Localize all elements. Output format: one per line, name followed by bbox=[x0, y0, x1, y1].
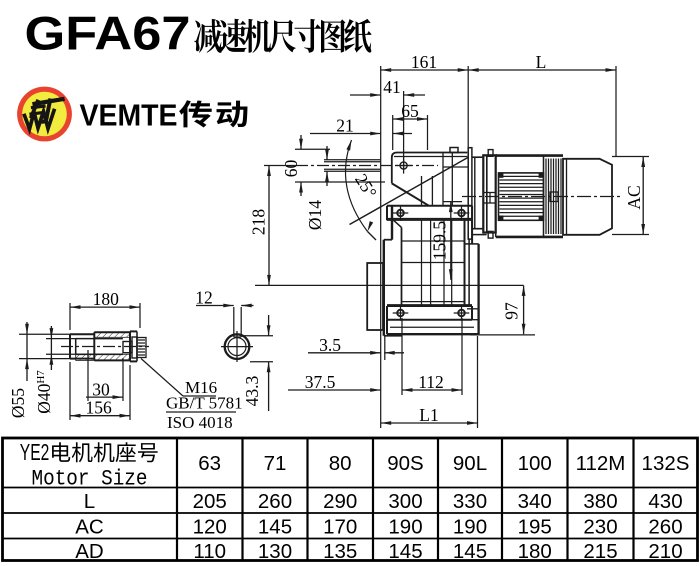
svg-text:12: 12 bbox=[195, 288, 213, 308]
svg-text:YE2: YE2 bbox=[20, 439, 49, 465]
svg-text:195: 195 bbox=[518, 516, 552, 539]
svg-text:190: 190 bbox=[453, 516, 487, 539]
svg-text:GFA67: GFA67 bbox=[25, 7, 191, 60]
svg-text:L: L bbox=[84, 490, 95, 513]
svg-text:80: 80 bbox=[329, 452, 352, 475]
svg-text:340: 340 bbox=[518, 490, 552, 513]
svg-text:43.3: 43.3 bbox=[242, 375, 262, 406]
svg-text:60: 60 bbox=[281, 160, 301, 178]
svg-text:260: 260 bbox=[258, 490, 292, 513]
svg-text:430: 430 bbox=[648, 490, 682, 513]
svg-text:AD: AD bbox=[75, 540, 103, 563]
svg-text:3.5: 3.5 bbox=[319, 335, 341, 355]
svg-text:120: 120 bbox=[193, 516, 227, 539]
svg-text:100: 100 bbox=[518, 452, 552, 475]
svg-text:145: 145 bbox=[453, 540, 487, 563]
svg-text:112M: 112M bbox=[576, 452, 626, 475]
svg-text:135: 135 bbox=[323, 540, 357, 563]
svg-text:Motor Size: Motor Size bbox=[32, 467, 148, 492]
svg-text:205: 205 bbox=[193, 490, 227, 513]
svg-text:180: 180 bbox=[518, 540, 552, 563]
svg-text:90L: 90L bbox=[453, 452, 487, 475]
svg-text:M16: M16 bbox=[185, 378, 217, 397]
svg-text:210: 210 bbox=[648, 540, 682, 563]
svg-text:215: 215 bbox=[583, 540, 617, 563]
svg-text:63: 63 bbox=[198, 452, 221, 475]
svg-text:Ø14: Ø14 bbox=[305, 200, 325, 230]
svg-text:90S: 90S bbox=[387, 452, 423, 475]
svg-text:L: L bbox=[536, 52, 547, 72]
svg-text:380: 380 bbox=[583, 490, 617, 513]
svg-text:AC: AC bbox=[75, 516, 104, 539]
svg-text:190: 190 bbox=[388, 516, 422, 539]
svg-text:AC: AC bbox=[624, 185, 644, 209]
svg-text:65: 65 bbox=[401, 101, 419, 121]
svg-text:110: 110 bbox=[193, 540, 226, 563]
svg-text:132S: 132S bbox=[642, 452, 690, 475]
svg-text:112: 112 bbox=[418, 372, 444, 392]
svg-text:L1: L1 bbox=[419, 405, 438, 425]
svg-text:ISO 4018: ISO 4018 bbox=[167, 413, 233, 432]
svg-text:145: 145 bbox=[258, 516, 292, 539]
svg-text:37.5: 37.5 bbox=[305, 372, 336, 392]
svg-text:Ø55: Ø55 bbox=[8, 388, 28, 418]
svg-text:260: 260 bbox=[648, 516, 682, 539]
svg-text:25°: 25° bbox=[351, 170, 381, 201]
svg-text:130: 130 bbox=[258, 540, 292, 563]
svg-text:GB/T 5781: GB/T 5781 bbox=[166, 394, 243, 413]
svg-text:180: 180 bbox=[93, 289, 120, 309]
svg-text:230: 230 bbox=[583, 516, 617, 539]
svg-text:VEMTE: VEMTE bbox=[80, 99, 178, 133]
svg-text:97: 97 bbox=[502, 302, 522, 320]
svg-text:156: 156 bbox=[85, 398, 112, 418]
svg-text:300: 300 bbox=[388, 490, 422, 513]
svg-text:21: 21 bbox=[336, 116, 354, 136]
svg-text:30: 30 bbox=[92, 380, 110, 400]
svg-text:170: 170 bbox=[323, 516, 357, 539]
svg-text:145: 145 bbox=[388, 540, 422, 563]
svg-text:159.5: 159.5 bbox=[430, 221, 450, 261]
svg-text:330: 330 bbox=[453, 490, 487, 513]
svg-text:161: 161 bbox=[411, 52, 437, 72]
svg-text:218: 218 bbox=[249, 209, 269, 236]
svg-text:41: 41 bbox=[383, 77, 401, 97]
svg-text:Ø40H7: Ø40H7 bbox=[34, 370, 54, 414]
svg-text:71: 71 bbox=[264, 452, 287, 475]
svg-text:290: 290 bbox=[323, 490, 357, 513]
